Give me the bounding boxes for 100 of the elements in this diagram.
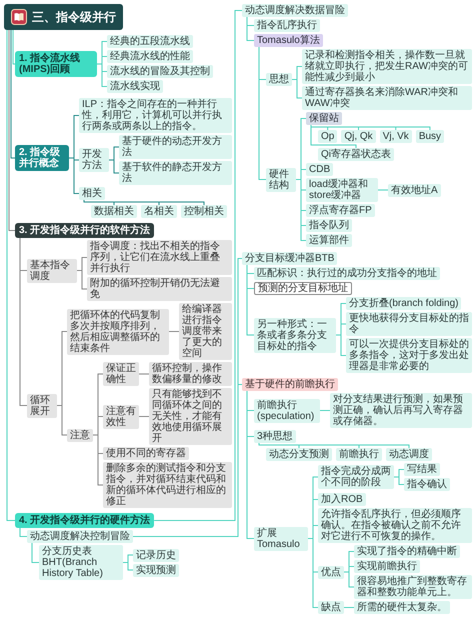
subtopic: 分支历史表BHT(Branch History Table) bbox=[39, 545, 123, 580]
subtopic: 可以一次提供分支目标处的多条指令，这对于多发出处理器是非常必要的 bbox=[346, 338, 472, 373]
subtopic: 更快地获得分支目标处的指令 bbox=[346, 312, 472, 336]
subtopic: 动态调度解决数据冒险 bbox=[242, 4, 348, 17]
subtopic: 硬件结构 bbox=[266, 168, 296, 192]
subtopic: 动态分支预测 bbox=[266, 448, 332, 461]
subtopic: 浮点寄存器FP bbox=[306, 204, 375, 217]
subtopic: Op bbox=[318, 130, 338, 143]
branch-line bbox=[258, 442, 410, 448]
subtopic: 对分支结果进行预测，如果预测正确，确认后再写入寄存器或存储器。 bbox=[330, 393, 472, 428]
branch-line bbox=[246, 264, 254, 336]
subtopic: 分支折叠(branch folding) bbox=[346, 297, 462, 310]
branch-line bbox=[320, 410, 330, 411]
subtopic: 把循环体的代码复制多次并按顺序排列，然后相应调整循环的结束条件 bbox=[67, 308, 169, 354]
subtopic: Qi寄存器状态表 bbox=[318, 148, 394, 161]
subtopic: 写结果 bbox=[404, 463, 440, 476]
branch-line bbox=[154, 10, 242, 521]
subtopic: 记录和检测指令相关，操作数一旦就绪就立即执行，把发生RAW冲突的可能性减少到最小 bbox=[302, 49, 472, 84]
branch-line bbox=[246, 390, 254, 539]
subtopic: 给编译器进行指令调度带来了更大的空间 bbox=[179, 303, 232, 360]
subtopic: 注意 bbox=[67, 428, 93, 442]
branch-line bbox=[132, 384, 242, 537]
subtopic: 分支目标缓冲器BTB bbox=[242, 252, 338, 265]
subtopic: 优点 bbox=[318, 566, 344, 578]
main-topic: 4. 开发指令级并行的硬件方法 bbox=[15, 513, 154, 528]
central-topic bbox=[4, 4, 123, 30]
branch-line bbox=[6, 30, 16, 521]
main-topic: 3. 开发指令级并行的软件方法 bbox=[15, 223, 154, 238]
subtopic: 另一种形式：一条或者多条分支目标处的指令 bbox=[254, 318, 336, 352]
subtopic: Busy bbox=[416, 130, 444, 143]
subtopic: 实现了指令的精确中断 bbox=[354, 545, 460, 558]
subtopic: 预测的分支目标地址 bbox=[254, 282, 352, 295]
subtopic: 指令队列 bbox=[306, 219, 352, 232]
subtopic: 缺点 bbox=[318, 601, 344, 614]
branch-line bbox=[310, 124, 356, 148]
subtopic: 名相关 bbox=[141, 205, 177, 218]
subtopic: 数据相关 bbox=[91, 205, 137, 218]
branch-line bbox=[20, 238, 28, 406]
subtopic: 实现预测 bbox=[133, 564, 179, 576]
subtopic: 基本指令调度 bbox=[27, 258, 77, 282]
subtopic: 前瞻执行 bbox=[336, 448, 382, 461]
branch-line bbox=[344, 572, 354, 588]
subtopic: Qj, Qk bbox=[341, 130, 376, 143]
subtopic: 循环控制，操作数偏移量的修改 bbox=[149, 362, 232, 386]
branch-line bbox=[296, 179, 306, 241]
subtopic: 思想 bbox=[266, 73, 292, 86]
branch-line bbox=[308, 538, 318, 608]
subtopic: 开发方法 bbox=[79, 148, 109, 172]
subtopic: 有效地址A bbox=[388, 184, 441, 196]
subtopic: 扩展Tomasulo bbox=[254, 526, 308, 550]
branch-line bbox=[310, 124, 430, 130]
subtopic: 很容易地推广到整数寄存器和整数功能单元上。 bbox=[354, 575, 472, 599]
branch-line bbox=[344, 607, 354, 608]
topic-label: 三、指令级并行 bbox=[32, 10, 116, 24]
subtopic: 基于软件的静态开发方法 bbox=[119, 161, 232, 185]
main-topic: 2. 指令级并行概念 bbox=[15, 145, 69, 171]
branch-line bbox=[12, 30, 16, 64]
branch-line bbox=[20, 528, 28, 537]
subtopic: 指令乱序执行 bbox=[254, 19, 320, 32]
subtopic: 注意有效性 bbox=[103, 404, 139, 428]
subtopic: Vj, Vk bbox=[380, 130, 412, 143]
subtopic: 使用不同的寄存器 bbox=[103, 447, 189, 460]
branch-line bbox=[68, 158, 80, 194]
subtopic: 记录历史 bbox=[133, 548, 179, 562]
subtopic: 实现前瞻执行 bbox=[354, 560, 420, 573]
subtopic: 控制相关 bbox=[181, 205, 227, 218]
subtopic: 经典流水线的性能 bbox=[107, 50, 193, 63]
subtopic: 附加的循环控制开销仍无法避免 bbox=[87, 277, 232, 301]
subtopic: 指令确认 bbox=[404, 478, 450, 491]
subtopic: 流水线的冒险及其控制 bbox=[107, 65, 213, 78]
subtopic: 基于硬件的动态开发方法 bbox=[119, 135, 232, 159]
subtopic: 删除多余的测试指令和分支指令，并对循环结束代码和新的循环体代码进行相应的修正 bbox=[103, 462, 232, 508]
subtopic: 动态调度 bbox=[386, 448, 432, 461]
branch-line bbox=[10, 30, 16, 158]
subtopic: 指令调度：找出不相关的指令序列，让它们在流水线上重叠并行执行 bbox=[87, 240, 232, 275]
branch-line bbox=[122, 562, 134, 570]
subtopic: 循环展开 bbox=[27, 394, 57, 418]
subtopic: Tomasulo算法 bbox=[254, 34, 323, 47]
subtopic: 所需的硬件太复杂。 bbox=[354, 601, 450, 614]
subtopic: load缓冲器和store缓冲器 bbox=[306, 178, 378, 202]
subtopic: 运算部件 bbox=[306, 234, 352, 247]
branch-line bbox=[96, 64, 108, 87]
subtopic: 指令完成分成两个不同的阶段 bbox=[318, 465, 394, 489]
subtopic: 通过寄存器换名来消除WAR冲突和WAW冲突 bbox=[302, 86, 472, 110]
subtopic: 允许指令乱序执行，但必须顺序确认。在指令被确认之前不允许对它进行不可恢复的操作。 bbox=[318, 508, 472, 543]
subtopic: 流水线实现 bbox=[107, 80, 163, 93]
branch-line bbox=[92, 434, 104, 486]
branch-line bbox=[84, 200, 204, 206]
subtopic: 匹配标识：执行过的成功分支指令的地址 bbox=[254, 267, 440, 280]
branch-line bbox=[394, 476, 404, 485]
branch-line bbox=[138, 416, 150, 417]
branch-line bbox=[292, 79, 302, 98]
subtopic: 基于硬件的前瞻执行 bbox=[242, 378, 338, 391]
subtopic: 只有能够找到不同循环体之间的无关性，才能有效地使用循环展开 bbox=[149, 388, 232, 445]
subtopic: 动态调度解决控制冒险 bbox=[27, 530, 133, 543]
main-topic: 1. 指令流水线(MIPS)回顾 bbox=[15, 51, 97, 77]
branch-line bbox=[258, 46, 266, 180]
branch-line bbox=[246, 16, 254, 41]
branch-line bbox=[76, 270, 88, 290]
branch-line bbox=[56, 405, 68, 436]
